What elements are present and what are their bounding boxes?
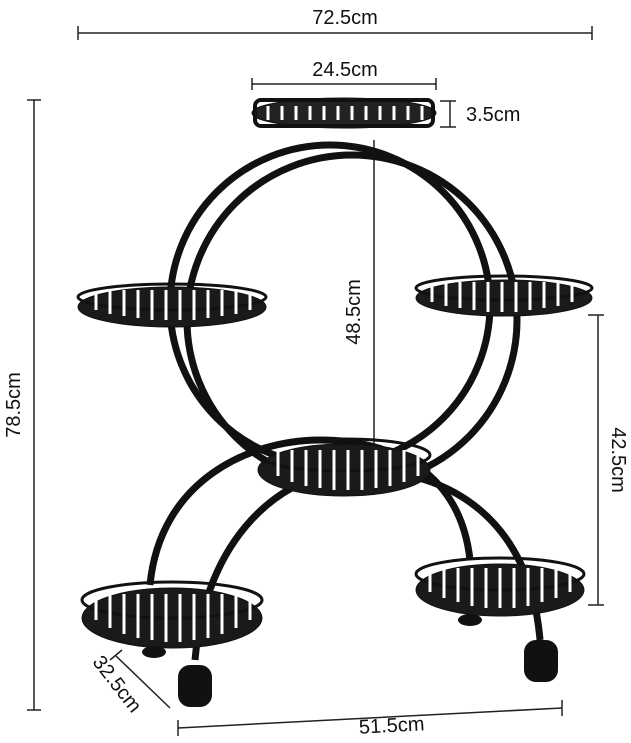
side-height-label: 42.5cm <box>607 427 629 493</box>
bottom-left-tray <box>80 580 264 649</box>
back-left-wheel <box>142 646 166 658</box>
wheels <box>142 614 558 707</box>
overall-height-label: 78.5cm <box>3 372 25 438</box>
center-tray <box>256 437 432 497</box>
trays <box>76 97 594 649</box>
base-depth-label: 32.5cm <box>88 652 146 717</box>
right-tray <box>414 274 594 317</box>
tray-depth-label: 3.5cm <box>466 104 520 126</box>
left-tray <box>76 282 268 328</box>
dimension-lines <box>27 26 604 736</box>
back-right-wheel <box>458 614 482 626</box>
inner-height-label: 48.5cm <box>343 279 365 345</box>
bottom-right-tray <box>414 556 586 617</box>
overall-width-label: 72.5cm <box>312 7 378 29</box>
front-left-wheel <box>178 665 212 707</box>
top-tray <box>251 97 437 129</box>
front-right-wheel <box>524 640 558 682</box>
base-width-label: 51.5cm <box>358 713 425 738</box>
top-tray-diameter-label: 24.5cm <box>312 59 378 81</box>
